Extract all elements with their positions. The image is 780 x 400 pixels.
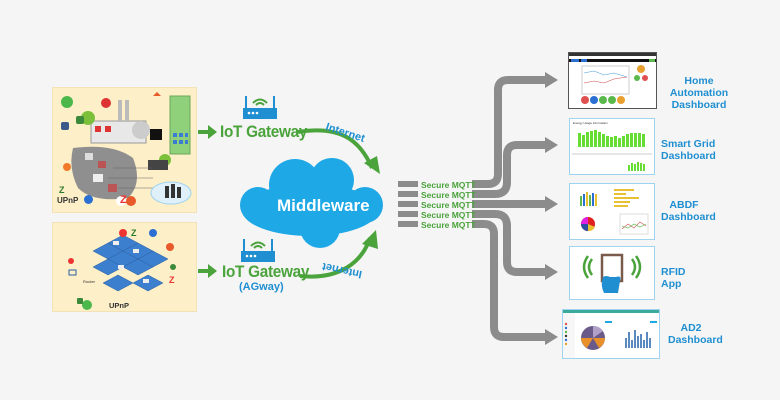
mqtt-channel-label: Secure MQTT — [421, 180, 476, 190]
router-wifi-icon — [243, 96, 277, 119]
home-automation-dashboard-label[interactable]: Home Automation Dashboard — [663, 75, 735, 111]
zigbee-icon — [119, 229, 127, 237]
smart-grid-line2: Dashboard — [661, 150, 716, 162]
arrowhead-home-automation — [545, 72, 558, 88]
router-wifi-icon — [241, 239, 275, 262]
router-label: Router — [83, 279, 96, 284]
middleware-label: Middleware — [277, 196, 370, 215]
smart-grid-title: Energy Usage Information — [573, 121, 608, 125]
abdf-line1: ABDF — [669, 199, 699, 211]
zwave-label: Z — [169, 275, 175, 285]
pipe-ad2 — [472, 220, 545, 341]
arrowhead-smart-grid — [545, 137, 558, 153]
ad2-dashboard-label[interactable]: AD2 Dashboard — [668, 322, 723, 346]
gateway-2-sublabel: (AGway) — [239, 281, 284, 293]
android-badge-icon — [61, 96, 73, 108]
rfid-app-thumbnail — [569, 246, 655, 300]
ad2-line2: Dashboard — [668, 334, 723, 346]
arrowhead-ad2 — [545, 329, 558, 345]
home-automation-line1: Home Automation — [669, 75, 729, 99]
rfid-line2: App — [661, 278, 682, 290]
abdf-line2: Dashboard — [661, 211, 716, 223]
industrial-scene-panel: UPnP Z Z — [52, 87, 197, 213]
bluetooth-icon — [84, 195, 93, 204]
ad2-line1: AD2 — [680, 322, 702, 334]
home-automation-thumbnail — [568, 52, 657, 109]
zwave-label: Z — [59, 185, 65, 195]
arrow-panel1-to-gateway1 — [198, 125, 217, 139]
rfid-app-label[interactable]: RFID App — [661, 266, 686, 290]
zigbee-logo-icon: Z — [120, 194, 127, 206]
zigbee-z-label: Z — [131, 228, 137, 238]
rfid-hand-tablet-icon — [582, 253, 642, 293]
smart-home-scene-panel: UPnP Z Z Router — [52, 222, 197, 312]
abdf-dashboard-label[interactable]: ABDF Dashboard — [661, 199, 716, 223]
pipe-rfid — [472, 210, 545, 276]
ad2-thumbnail — [562, 309, 660, 359]
gateway-2-label: IoT Gateway — [222, 262, 310, 281]
upnp-label: UPnP — [57, 196, 79, 205]
mqtt-pipes — [472, 76, 545, 341]
industrial-scene-illustration — [61, 92, 192, 206]
middleware-cloud-icon — [240, 158, 383, 248]
mqtt-channel-label: Secure MQTT — [421, 200, 476, 210]
smart-home-illustration — [68, 229, 176, 310]
mqtt-channel-label: Secure MQTT — [421, 190, 476, 200]
arrow-panel2-to-gateway2 — [198, 264, 217, 278]
upnp-label: UPnP — [109, 301, 130, 310]
smart-grid-thumbnail: Energy Usage Information — [569, 118, 655, 175]
gateway-1-label: IoT Gateway — [220, 122, 308, 141]
mqtt-channel-label: Secure MQTT — [421, 220, 476, 230]
rfid-line1: RFID — [661, 266, 686, 278]
pipe-home-automation — [472, 76, 545, 188]
internet-link-top — [297, 128, 374, 169]
abdf-thumbnail — [569, 183, 655, 240]
smart-grid-dashboard-label[interactable]: Smart Grid Dashboard — [661, 138, 716, 162]
arrowhead-abdf — [545, 196, 558, 212]
arrowhead-rfid — [545, 264, 558, 280]
home-automation-line2: Dashboard — [671, 99, 727, 111]
mqtt-channel-label: Secure MQTT — [421, 210, 476, 220]
smart-grid-line1: Smart Grid — [661, 138, 716, 150]
pipe-smart-grid — [472, 141, 545, 198]
zigbee-icon — [101, 98, 111, 108]
